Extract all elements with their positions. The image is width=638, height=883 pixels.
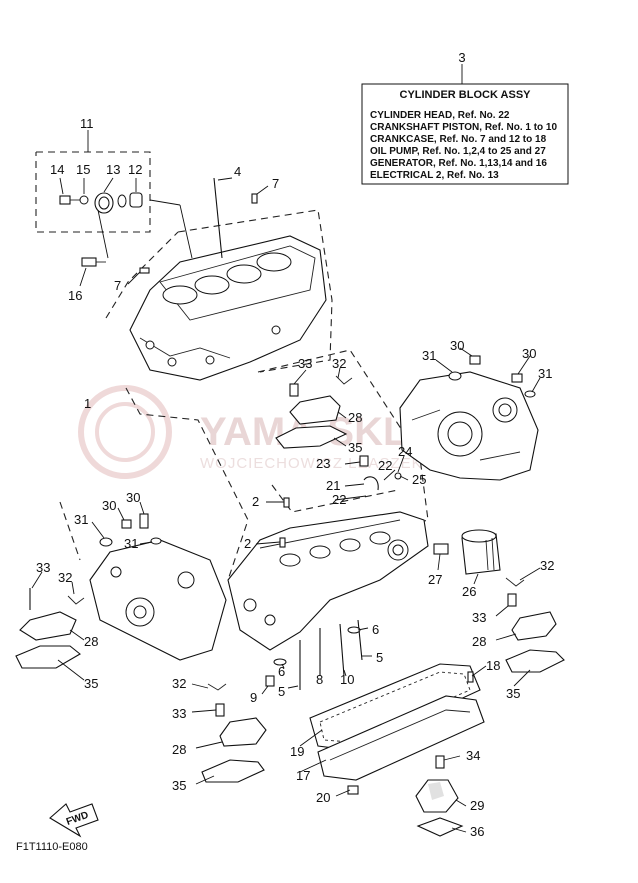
callout: 32 bbox=[540, 558, 554, 573]
assy-line-6: ELECTRICAL 2, Ref. No. 13 bbox=[370, 170, 499, 181]
callout: 8 bbox=[316, 672, 323, 687]
callout-labels: 3 11 14 15 13 12 4 7 7 16 1 33 32 28 35 … bbox=[36, 50, 554, 839]
engine-mount-right bbox=[495, 567, 565, 687]
callout: 31 bbox=[538, 366, 552, 381]
callout: 31 bbox=[124, 536, 138, 551]
callout: 16 bbox=[68, 288, 82, 303]
callout: 32 bbox=[332, 356, 346, 371]
callout: 28 bbox=[84, 634, 98, 649]
callout: 2 bbox=[252, 494, 259, 509]
callout: 35 bbox=[84, 676, 98, 691]
callout: 33 bbox=[36, 560, 50, 575]
callout: 28 bbox=[172, 742, 186, 757]
callout: 36 bbox=[470, 824, 484, 839]
callout: 30 bbox=[126, 490, 140, 505]
assy-title: CYLINDER BLOCK ASSY bbox=[400, 89, 532, 101]
callout: 31 bbox=[422, 348, 436, 363]
right-gear-cover bbox=[399, 347, 541, 481]
callout: 13 bbox=[106, 162, 120, 177]
dowel-7a bbox=[251, 193, 258, 204]
callout: 28 bbox=[348, 410, 362, 425]
callout: 33 bbox=[172, 706, 186, 721]
callout: 4 bbox=[234, 164, 241, 179]
callout: 32 bbox=[58, 570, 72, 585]
cylinder-block-assy-box: CYLINDER BLOCK ASSY CYLINDER HEAD, Ref. … bbox=[361, 64, 569, 185]
upper-crankcase-block bbox=[127, 177, 327, 381]
bolt-14 bbox=[59, 195, 71, 205]
callout-3: 3 bbox=[458, 50, 465, 65]
callout: 10 bbox=[340, 672, 354, 687]
callout: 25 bbox=[412, 472, 426, 487]
callout: 23 bbox=[316, 456, 330, 471]
callout: 30 bbox=[102, 498, 116, 513]
callout: 12 bbox=[128, 162, 142, 177]
callout: 1 bbox=[84, 396, 91, 411]
callout: 28 bbox=[472, 634, 486, 649]
bracket-assembly bbox=[415, 755, 467, 837]
dashed-group-outlines bbox=[35, 151, 429, 581]
callout: 35 bbox=[172, 778, 186, 793]
callout: 34 bbox=[466, 748, 480, 763]
oil-pipe-parts bbox=[334, 455, 409, 501]
figure-code: F1T1110-E080 bbox=[16, 841, 88, 853]
oring-13 bbox=[117, 194, 127, 208]
callout: 15 bbox=[76, 162, 90, 177]
callout: 30 bbox=[522, 346, 536, 361]
callout: 31 bbox=[74, 512, 88, 527]
callout: 22 bbox=[332, 492, 346, 507]
assy-line-1: CYLINDER HEAD, Ref. No. 22 bbox=[370, 110, 510, 121]
left-side-cover bbox=[89, 501, 227, 661]
washer-15 bbox=[79, 195, 89, 205]
callout: 19 bbox=[290, 744, 304, 759]
callout: 2 bbox=[244, 536, 251, 551]
callout: 35 bbox=[506, 686, 520, 701]
assy-line-2: CRANKSHAFT PISTON, Ref. No. 1 to 10 bbox=[370, 122, 557, 133]
lower-crankcase bbox=[227, 497, 429, 695]
bolt-16 bbox=[81, 257, 97, 267]
callout: 32 bbox=[172, 676, 186, 691]
assy-line-4: OIL PUMP, Ref. No. 1,2,4 to 25 and 27 bbox=[370, 146, 546, 157]
engine-mount-left bbox=[15, 571, 85, 681]
callout: 14 bbox=[50, 162, 64, 177]
dowel-7b bbox=[139, 267, 150, 274]
callout: 6 bbox=[278, 664, 285, 679]
callout: 35 bbox=[348, 440, 362, 455]
callout: 18 bbox=[486, 658, 500, 673]
engine-mount-lower bbox=[191, 683, 267, 785]
callout: 20 bbox=[316, 790, 330, 805]
callout: 30 bbox=[450, 338, 464, 353]
watermark-sub: WOJCIECHOWICZ LEASZEK ANNA bbox=[200, 455, 473, 472]
callout: 17 bbox=[296, 768, 310, 783]
callout: 22 bbox=[378, 458, 392, 473]
callout: 5 bbox=[376, 650, 383, 665]
oil-pan-and-gasket bbox=[299, 663, 487, 797]
callout: 27 bbox=[428, 572, 442, 587]
assy-line-3: CRANKCASE, Ref. No. 7 and 12 to 18 bbox=[370, 134, 547, 145]
callout: 26 bbox=[462, 584, 476, 599]
engine-mount-upper-right bbox=[275, 367, 353, 449]
callout: 9 bbox=[250, 690, 257, 705]
callout: 6 bbox=[372, 622, 379, 637]
bushing-12 bbox=[129, 192, 143, 208]
callout: 29 bbox=[470, 798, 484, 813]
callout: 21 bbox=[326, 478, 340, 493]
forward-arrow-icon: FWD bbox=[49, 803, 99, 838]
oil-filter bbox=[433, 529, 501, 585]
callout: 33 bbox=[298, 356, 312, 371]
generator-shaft-parts bbox=[59, 130, 193, 287]
callout: 24 bbox=[398, 444, 412, 459]
callout: 33 bbox=[472, 610, 486, 625]
callout: 7 bbox=[114, 278, 121, 293]
assy-line-5: GENERATOR, Ref. No. 1,13,14 and 16 bbox=[370, 158, 547, 169]
callout: 5 bbox=[278, 684, 285, 699]
callout: 11 bbox=[80, 116, 94, 131]
callout: 7 bbox=[272, 176, 279, 191]
